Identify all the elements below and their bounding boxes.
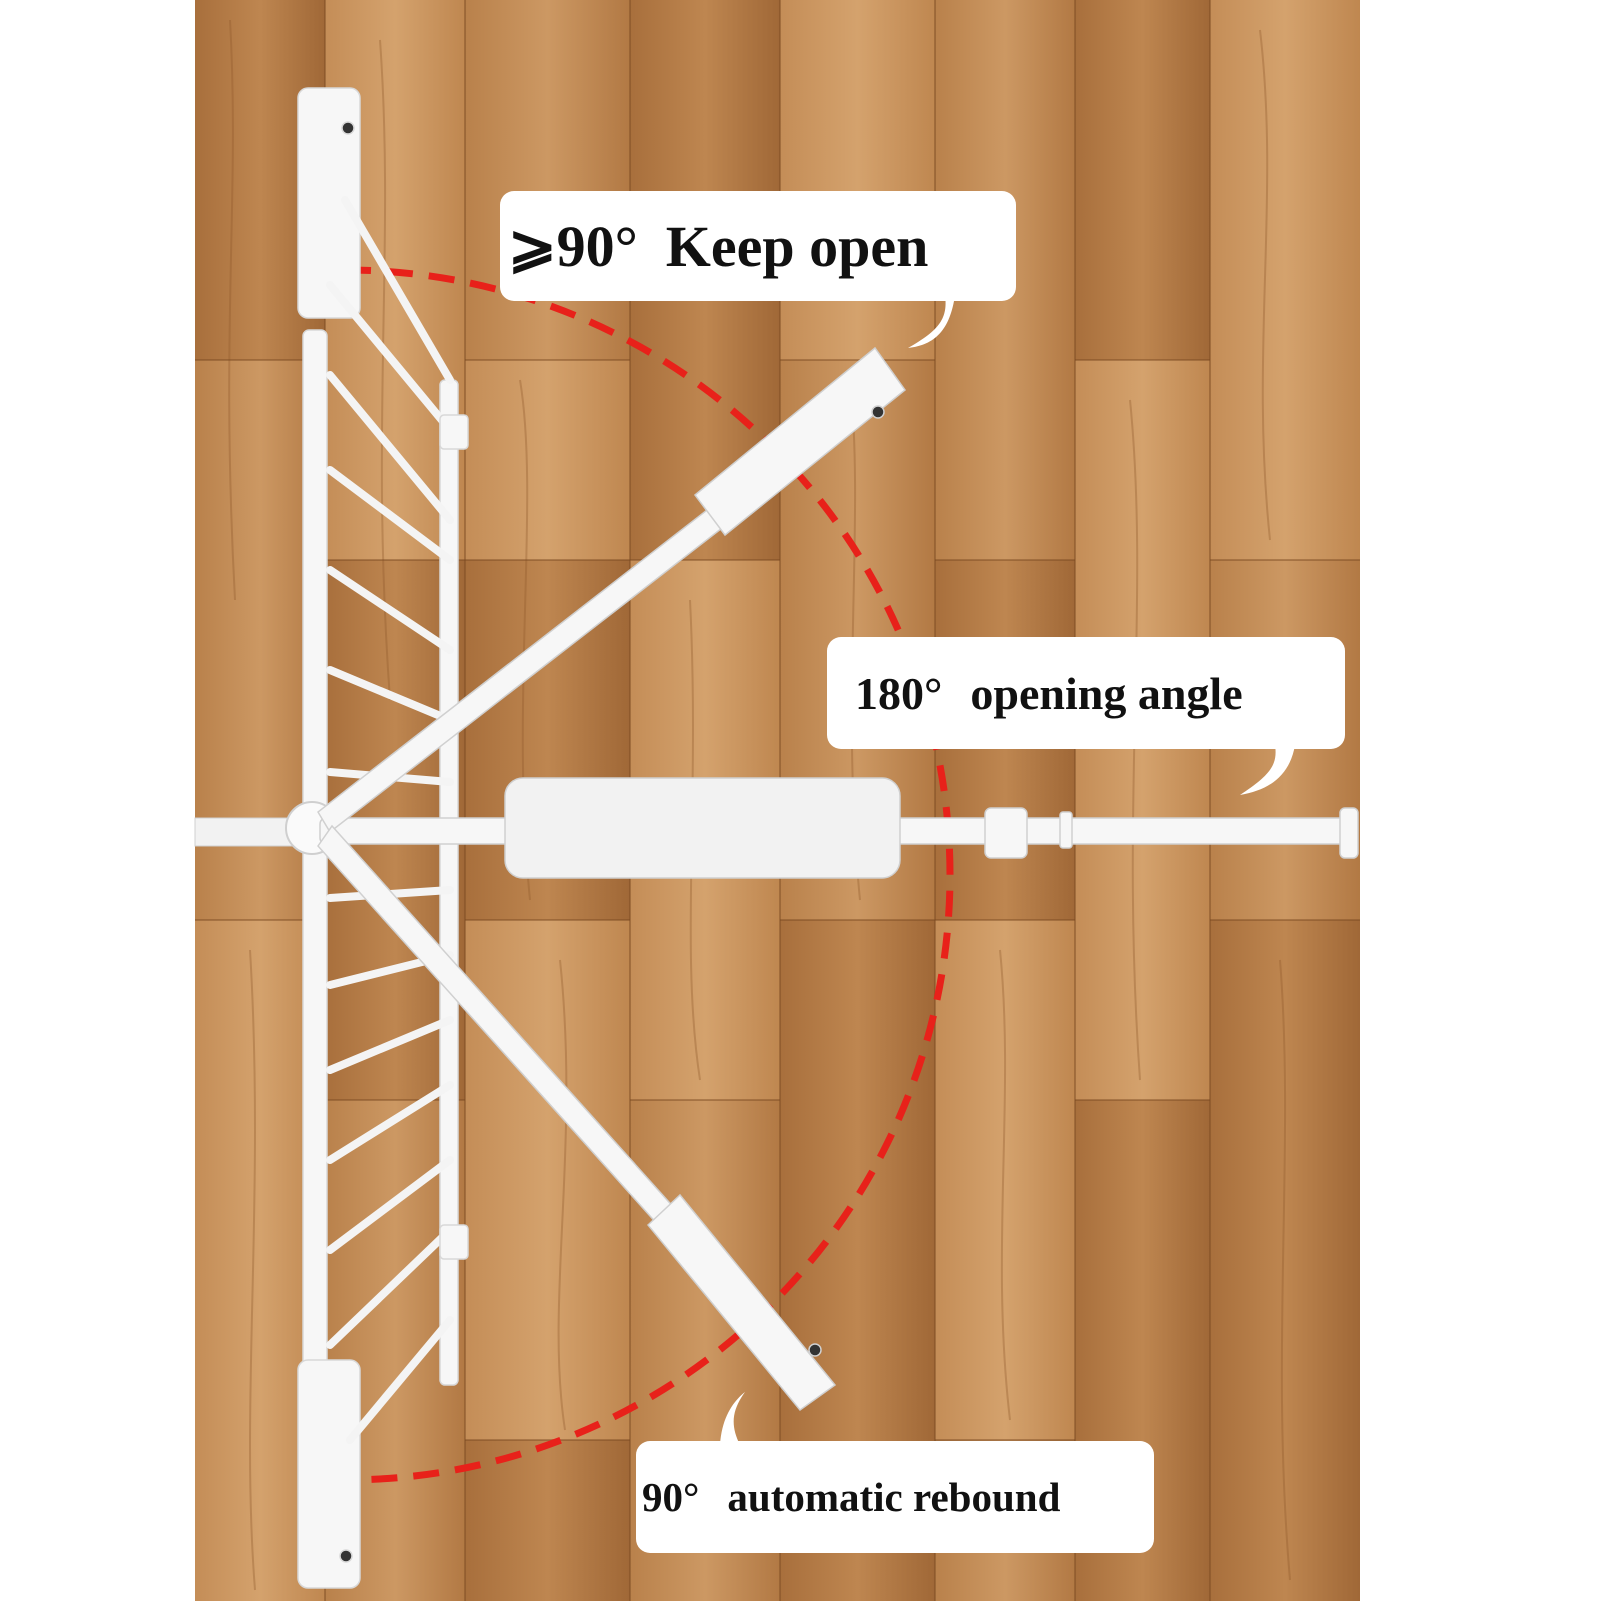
callout-automatic-rebound: 90° automatic rebound <box>636 1441 1154 1553</box>
callout-opening-angle: 180° opening angle <box>827 637 1345 749</box>
callout-rebound-angle: 90° <box>642 1474 700 1520</box>
callout-opening-angle-value: 180° <box>855 667 943 719</box>
callout-keep-open: ⩾90° Keep open <box>500 191 1016 301</box>
callout-rebound-text: automatic rebound <box>727 1474 1061 1520</box>
gate-door-lower <box>317 824 837 1412</box>
swing-arc <box>344 266 954 1484</box>
callout-keep-open-angle: ⩾90° <box>508 214 638 279</box>
gate-frame <box>297 87 469 1589</box>
gate-door-180 <box>319 777 1359 879</box>
callout-keep-open-text: Keep open <box>665 213 929 279</box>
gate-door-upper <box>317 346 907 834</box>
callout-opening-angle-text: opening angle <box>970 667 1243 719</box>
